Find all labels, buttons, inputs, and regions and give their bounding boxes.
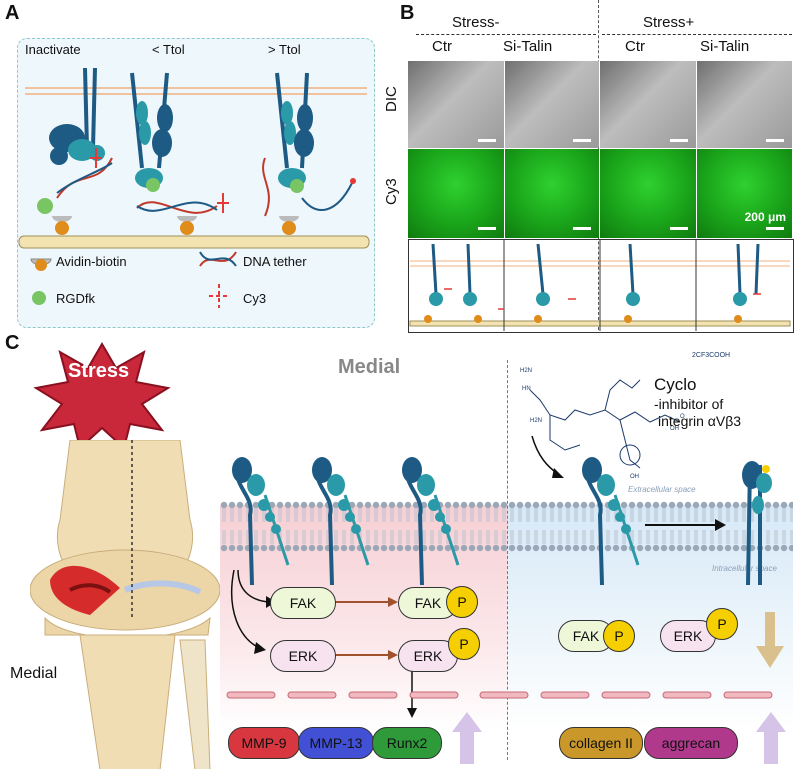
dic-image-sitalin-plus [697, 61, 792, 148]
cy3-icon [209, 284, 229, 308]
extracellular-label: Extracellular space [628, 485, 696, 494]
cyclo-title: Cyclo [654, 375, 697, 394]
fak-phospho: P [446, 586, 478, 618]
dic-image-ctr-minus [408, 61, 504, 148]
nuclear-membrane [226, 691, 773, 699]
legend-dna-tether: DNA tether [243, 254, 307, 269]
stress-starburst [33, 342, 171, 450]
group-underline-plus [602, 34, 792, 35]
stress-label: Stress [68, 360, 130, 382]
col-sitalin-1: Si-Talin [503, 38, 553, 55]
down-arrow-icon [756, 612, 784, 668]
collagen-ii-gene: collagen II [559, 727, 643, 759]
svg-text:H2N: H2N [520, 368, 532, 374]
legend-cy3: Cy3 [243, 291, 267, 306]
medial-knee-label: Medial [10, 665, 58, 682]
state-below-ttol: < Ttol [152, 42, 185, 57]
col-ctr-1: Ctr [432, 38, 452, 55]
svg-text:OH: OH [630, 474, 639, 480]
panel-a-box [17, 38, 375, 328]
cy3-marker-1 [90, 148, 102, 168]
inhibitor-divider [507, 360, 508, 760]
dic-image-sitalin-minus [505, 61, 599, 148]
b-schematic-row [408, 239, 794, 333]
integrin-below-ttol [130, 72, 218, 235]
panel-c-label: C [5, 332, 20, 354]
cell-membrane [220, 500, 793, 555]
dic-image-ctr-plus [600, 61, 696, 148]
erk-phospho: P [448, 628, 480, 660]
rgdfk-icon [32, 291, 46, 305]
intracellular-label: Intracellular space [712, 564, 777, 573]
cyclo-desc-1: -inhibitor of [654, 396, 724, 412]
panel-a-illustration [18, 67, 370, 249]
erk-phospho-inhibited: P [706, 608, 738, 640]
cy3-marker-2 [217, 193, 229, 213]
fak-phospho-inhibited: P [603, 620, 635, 652]
erk-node: ERK [270, 640, 336, 672]
runx2-gene: Runx2 [372, 727, 442, 759]
mmp13-gene: MMP-13 [298, 727, 374, 759]
row-dic: DIC [383, 86, 400, 112]
cy3-image-ctr-minus [408, 149, 504, 238]
scalebar-label: 200 μm [744, 210, 786, 224]
panel-a-label: A [5, 2, 20, 24]
col-sitalin-2: Si-Talin [700, 38, 750, 55]
up-arrow-left-icon [452, 712, 482, 764]
state-inactivate: Inactivate [25, 42, 81, 57]
aggrecan-gene: aggrecan [644, 727, 738, 759]
cy3-image-ctr-plus [600, 149, 696, 238]
b-schematics [409, 239, 791, 331]
formula-salt: 2CF3COOH [692, 352, 731, 359]
cy3-image-sitalin-plus: 200 μm [697, 149, 792, 238]
group-stress-minus: Stress- [452, 14, 500, 31]
mmp9-gene: MMP-9 [228, 727, 300, 759]
group-underline-minus [416, 34, 596, 35]
state-above-ttol: > Ttol [268, 42, 301, 57]
cy3-image-sitalin-minus [505, 149, 599, 238]
integrin-inactive [37, 67, 113, 235]
legend-avidin-biotin: Avidin-biotin [56, 254, 127, 269]
legend-rgdfk: RGDfk [56, 291, 95, 306]
svg-text:O: O [680, 414, 685, 420]
svg-text:OH: OH [670, 426, 679, 432]
pathway-arrows [230, 569, 417, 718]
c-integrins [232, 455, 772, 587]
integrin-above-ttol [262, 72, 356, 235]
cyclo-desc-2: integrin αVβ3 [658, 413, 742, 429]
up-arrow-right-icon [756, 712, 786, 764]
row-cy3: Cy3 [383, 178, 400, 205]
dna-tether-icon [199, 251, 237, 267]
svg-text:H2N: H2N [530, 418, 542, 424]
cyclo-arrow [531, 435, 564, 478]
svg-text:HN: HN [522, 386, 531, 392]
knee-illustration [30, 440, 220, 769]
avidin-biotin-icon [30, 258, 52, 271]
panel-b-label: B [400, 2, 415, 24]
col-ctr-2: Ctr [625, 38, 645, 55]
medial-title: Medial [338, 356, 401, 378]
fak-node: FAK [270, 587, 336, 619]
group-stress-plus: Stress+ [643, 14, 695, 31]
